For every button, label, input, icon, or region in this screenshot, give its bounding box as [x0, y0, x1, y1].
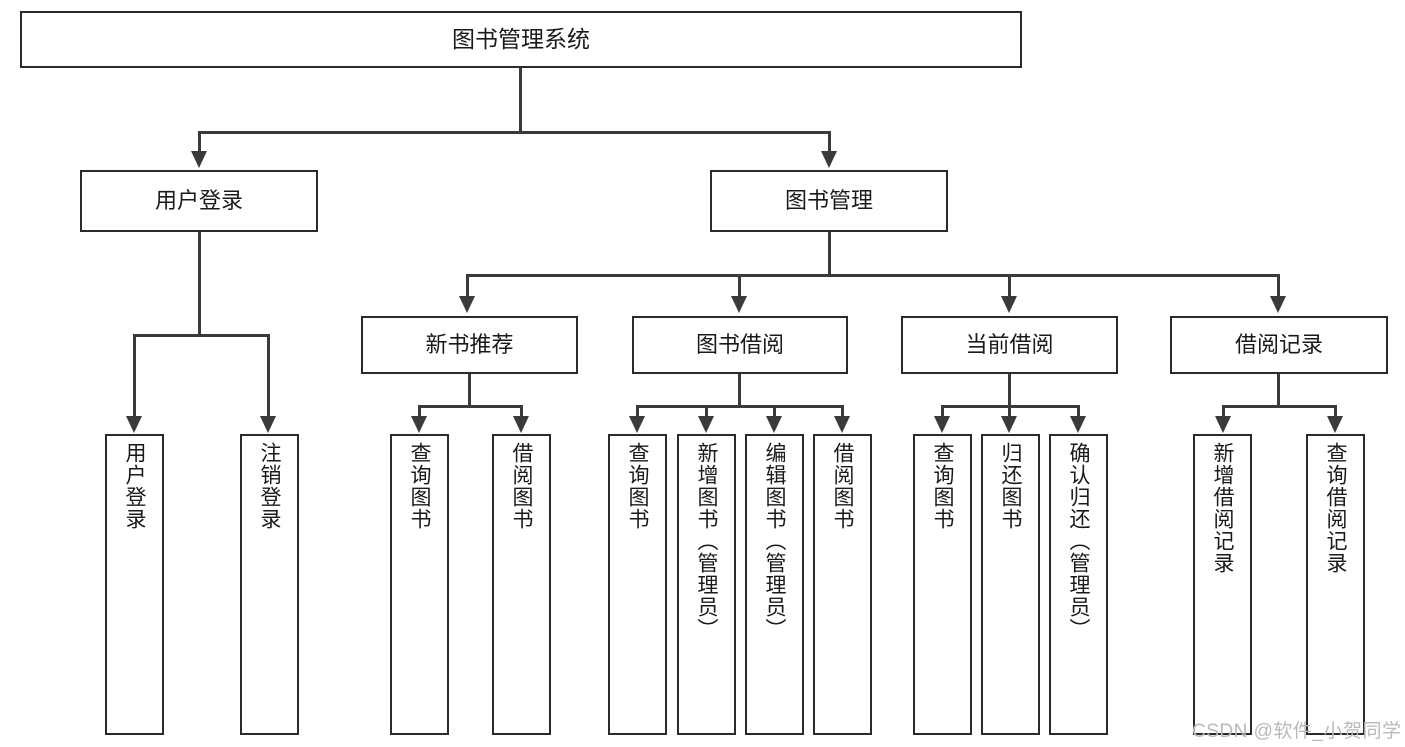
- arrow-nbr-to-leaf-2: [513, 416, 529, 433]
- arrow-bm-to-new-book-recommend: [459, 296, 475, 313]
- connector-nbr-stem: [468, 374, 471, 407]
- leaf-add-borrow-record-label: 新增借阅记录: [1211, 442, 1234, 574]
- arrow-br-to-leaf-2: [1327, 416, 1343, 433]
- leaf-borrow-book-1[interactable]: 借阅图书: [492, 434, 551, 735]
- leaf-confirm-return[interactable]: 确认归还（管理员）: [1049, 434, 1108, 735]
- connector-cb-drop-1: [941, 405, 944, 418]
- node-book-management-label: 图书管理: [784, 188, 873, 214]
- connector-bb-drop-4: [841, 405, 844, 418]
- connector-root-stem: [519, 68, 522, 133]
- leaf-logout-login-label: 注销登录: [258, 442, 281, 530]
- leaf-query-book-3-label: 查询图书: [931, 442, 954, 530]
- node-book-borrow[interactable]: 图书借阅: [632, 316, 848, 374]
- leaf-confirm-return-label: 确认归还（管理员）: [1067, 442, 1090, 640]
- connector-root-to-book-management: [828, 131, 831, 153]
- node-borrow-record-label: 借阅记录: [1234, 332, 1323, 358]
- connector-br-stem: [1277, 374, 1280, 407]
- leaf-logout-login[interactable]: 注销登录: [240, 434, 299, 735]
- leaf-query-book-3[interactable]: 查询图书: [913, 434, 972, 735]
- connector-bm-drop-1: [466, 274, 469, 298]
- arrow-bb-to-leaf-3: [766, 416, 782, 433]
- leaf-borrow-book-2-label: 借阅图书: [831, 442, 854, 530]
- node-root-system[interactable]: 图书管理系统: [20, 11, 1022, 68]
- node-new-book-recommend[interactable]: 新书推荐: [361, 316, 578, 374]
- connector-bb-drop-1: [636, 405, 639, 418]
- arrow-cb-to-leaf-2: [1001, 416, 1017, 433]
- connector-br-bus: [1222, 405, 1337, 408]
- connector-br-drop-2: [1334, 405, 1337, 418]
- leaf-add-borrow-record[interactable]: 新增借阅记录: [1193, 434, 1252, 735]
- connector-nbr-drop-2: [520, 405, 523, 418]
- node-current-borrow[interactable]: 当前借阅: [901, 316, 1118, 374]
- leaf-query-book-2-label: 查询图书: [626, 442, 649, 530]
- leaf-return-book[interactable]: 归还图书: [981, 434, 1040, 735]
- connector-nbr-bus: [418, 405, 523, 408]
- leaf-query-borrow-record[interactable]: 查询借阅记录: [1306, 434, 1365, 735]
- leaf-query-borrow-record-label: 查询借阅记录: [1324, 442, 1347, 574]
- connector-user-login-drop-1: [133, 334, 136, 418]
- connector-bb-stem: [738, 374, 741, 407]
- connector-user-login-bus: [133, 334, 270, 337]
- arrow-cb-to-leaf-1: [934, 416, 950, 433]
- connector-book-management-stem: [828, 232, 831, 276]
- node-user-login-label: 用户登录: [154, 188, 243, 214]
- leaf-borrow-book-2[interactable]: 借阅图书: [813, 434, 872, 735]
- connector-bb-bus: [636, 405, 844, 408]
- node-new-book-recommend-label: 新书推荐: [425, 332, 514, 358]
- arrow-user-login-to-leaf-2: [260, 416, 276, 433]
- arrow-bm-to-borrow-record: [1270, 296, 1286, 313]
- connector-cb-stem: [1008, 374, 1011, 407]
- connector-root-to-user-login: [198, 131, 201, 153]
- arrow-user-login-to-leaf-1: [126, 416, 142, 433]
- leaf-user-login-label: 用户登录: [123, 442, 146, 530]
- node-book-borrow-label: 图书借阅: [695, 332, 784, 358]
- node-root-label: 图书管理系统: [452, 25, 590, 52]
- leaf-edit-book-label: 编辑图书（管理员）: [763, 442, 786, 640]
- arrow-bm-to-book-borrow: [731, 296, 747, 313]
- arrow-nbr-to-leaf-1: [411, 416, 427, 433]
- node-current-borrow-label: 当前借阅: [965, 332, 1054, 358]
- connector-bm-drop-2: [738, 274, 741, 298]
- arrow-bm-to-current-borrow: [1001, 296, 1017, 313]
- leaf-user-login[interactable]: 用户登录: [105, 434, 164, 735]
- connector-root-bus: [198, 131, 831, 134]
- arrow-bb-to-leaf-4: [834, 416, 850, 433]
- connector-br-drop-1: [1222, 405, 1225, 418]
- node-book-management[interactable]: 图书管理: [710, 170, 948, 232]
- connector-bm-drop-3: [1008, 274, 1011, 298]
- leaf-query-book-1-label: 查询图书: [408, 442, 431, 530]
- leaf-add-book[interactable]: 新增图书（管理员）: [677, 434, 736, 735]
- connector-cb-drop-3: [1077, 405, 1080, 418]
- node-user-login[interactable]: 用户登录: [80, 170, 318, 232]
- connector-bb-drop-2: [705, 405, 708, 418]
- leaf-return-book-label: 归还图书: [999, 442, 1022, 530]
- node-borrow-record[interactable]: 借阅记录: [1170, 316, 1388, 374]
- arrow-bb-to-leaf-1: [629, 416, 645, 433]
- leaf-borrow-book-1-label: 借阅图书: [510, 442, 533, 530]
- connector-nbr-drop-1: [418, 405, 421, 418]
- arrow-br-to-leaf-1: [1215, 416, 1231, 433]
- connector-user-login-stem: [198, 232, 201, 336]
- leaf-query-book-2[interactable]: 查询图书: [608, 434, 667, 735]
- leaf-edit-book[interactable]: 编辑图书（管理员）: [745, 434, 804, 735]
- arrow-root-to-user-login: [191, 151, 207, 168]
- connector-cb-drop-2: [1008, 405, 1011, 418]
- arrow-cb-to-leaf-3: [1070, 416, 1086, 433]
- csdn-watermark: CSDN @软件_小贺同学: [1192, 721, 1402, 742]
- connector-book-management-bus: [466, 274, 1280, 277]
- arrow-bb-to-leaf-2: [698, 416, 714, 433]
- connector-bm-drop-4: [1277, 274, 1280, 298]
- leaf-query-book-1[interactable]: 查询图书: [390, 434, 449, 735]
- arrow-root-to-book-management: [821, 151, 837, 168]
- leaf-add-book-label: 新增图书（管理员）: [695, 442, 718, 640]
- connector-user-login-drop-2: [267, 334, 270, 418]
- connector-bb-drop-3: [773, 405, 776, 418]
